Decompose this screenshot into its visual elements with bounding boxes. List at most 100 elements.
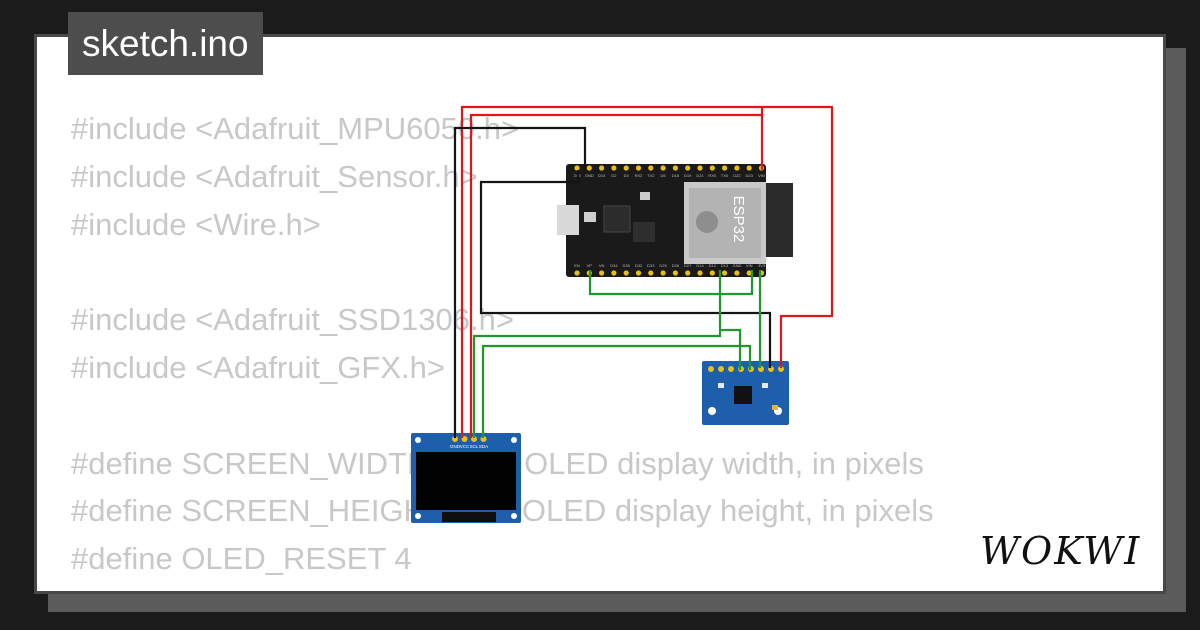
esp32-pin-d15[interactable] [599,165,605,171]
esp32-pin-d35[interactable] [623,270,629,276]
esp32-pin-vn[interactable] [599,270,605,276]
esp32-pin-label: D4 [624,173,630,178]
mpu6050-module[interactable] [702,361,789,425]
wire-signal[interactable] [720,328,742,370]
esp32-pin-label: GND [732,263,741,268]
esp32-pin-tx0[interactable] [722,165,728,171]
esp32-pin-d27[interactable] [685,270,691,276]
esp32-pin-label: D14 [696,263,704,268]
mount-hole [511,437,517,443]
esp32-pin-label: RX2 [635,173,644,178]
boot-button[interactable] [640,192,650,200]
smd-part [762,383,768,388]
esp32-pin-rx0[interactable] [709,165,715,171]
espressif-logo-icon [696,211,718,233]
esp32-antenna [765,183,793,257]
esp32-pin-label: D22 [733,173,741,178]
esp32-pin-d21[interactable] [697,165,703,171]
esp32-pin-label: D21 [696,173,704,178]
file-title: sketch.ino [68,12,263,75]
esp32-pin-label: D33 [647,263,655,268]
esp32-pin-d2[interactable] [611,165,617,171]
esp32-pin-d26[interactable] [672,270,679,276]
esp32-pin-label: D5 [661,173,667,178]
wire-ground[interactable] [453,126,587,438]
esp32-pin-label: D2 [611,173,617,178]
mpu6050-pin[interactable] [778,366,784,372]
code-line: #include <Adafruit_SSD1306.h> [71,302,514,338]
usb-port-icon [557,205,579,235]
code-line: #define OLED_RESET 4 [71,541,412,577]
mpu6050-pin[interactable] [728,366,734,372]
oled-pin-scl[interactable] [471,436,477,442]
esp32-pin-d4[interactable] [623,165,629,171]
wire-power[interactable] [762,105,834,368]
wire-power[interactable] [469,113,762,438]
esp32-pin-tx2[interactable] [648,165,654,171]
mount-hole [415,513,421,519]
esp32-pin-label: D15 [598,173,606,178]
reset-button[interactable] [584,212,596,222]
oled-ribbon [442,512,496,522]
wire-power[interactable] [460,105,764,438]
esp32-pin-d33[interactable] [648,270,654,276]
esp32-pin-label: D34 [610,263,618,268]
esp32-pin-d25[interactable] [660,270,666,276]
esp32-pin-label: 3V3 [758,263,766,268]
oled-pin-label: GND [450,444,461,449]
mount-hole [708,407,716,415]
esp32-pin-label: TX2 [647,173,655,178]
esp32-pin-label: D23 [746,173,754,178]
esp32-pin-label: VP [587,263,593,268]
esp32-pin-label: TX0 [721,173,729,178]
code-line: #include <Adafruit_Sensor.h> [71,158,478,194]
usb-chip [603,205,631,233]
esp32-pin-d5[interactable] [660,165,666,171]
esp32-pin-d34[interactable] [611,270,617,276]
esp32-pin-label: EN [574,263,580,268]
esp32-pin-rx2[interactable] [635,165,642,171]
wokwi-logo-text: WOKWI [980,529,1141,573]
esp32-pin-label: VIN [746,263,753,268]
wire-signal[interactable] [588,270,754,296]
esp32-pin-vin[interactable] [746,270,752,276]
regulator-chip [633,222,655,242]
esp32-pin-d18[interactable] [672,165,679,171]
mount-hole [415,437,421,443]
esp32-pin-label: D12 [709,263,717,268]
esp32-pin-d13[interactable] [722,270,728,276]
oled-pin-label: SDA [479,444,488,449]
wire-signal[interactable] [472,270,722,438]
code-listing: #include <Adafruit_MPU6050.h>#include <A… [71,105,934,583]
wires [453,105,834,438]
mount-hole [511,513,517,519]
esp32-pin-d19[interactable] [685,165,691,171]
esp32-pin-label: VIN [758,173,765,178]
oled-pin-label: VCC [460,444,470,449]
esp32-pin-gnd[interactable] [586,165,592,171]
esp32-pin-d12[interactable] [709,270,715,276]
esp32-pin-label: D26 [672,263,680,268]
esp32-pin-d23[interactable] [746,165,752,171]
esp32-pin-label: D25 [659,263,667,268]
wire-signal[interactable] [481,344,752,438]
esp32-pin-d32[interactable] [635,270,642,276]
oled-pin-gnd[interactable] [452,436,458,442]
mpu6050-pin[interactable] [718,366,724,372]
esp32-pin-label: D35 [623,263,631,268]
esp32-pin-en[interactable] [574,270,580,276]
esp32-pin-label: D32 [635,263,643,268]
oled-screen [416,452,516,510]
wire-ground[interactable] [479,170,772,368]
esp32-pin-d14[interactable] [697,270,703,276]
esp32-pin-d22[interactable] [734,165,740,171]
esp32-pin-3v3[interactable] [574,165,580,171]
esp32-pin-gnd[interactable] [734,270,740,276]
mpu6050-pin[interactable] [708,366,714,372]
